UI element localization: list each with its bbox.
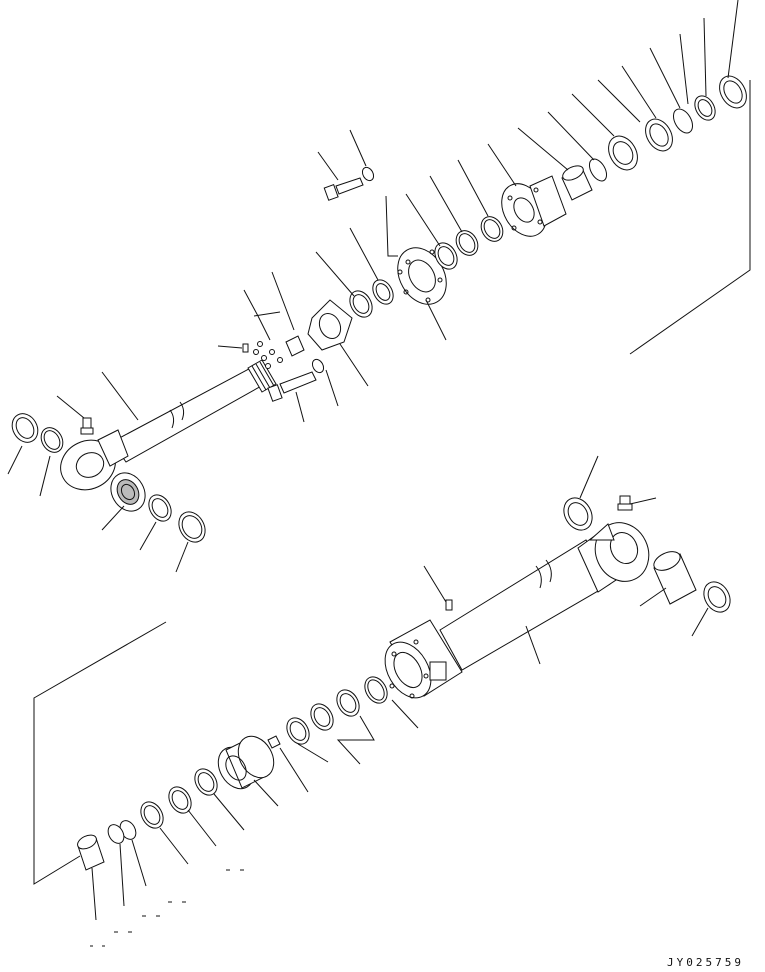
rod-eye	[60, 429, 129, 491]
grease-fitting-1	[80, 417, 94, 435]
piston-ring-4	[286, 717, 310, 745]
washer-1	[311, 358, 325, 374]
piston-rod	[111, 359, 277, 463]
bolt-2	[323, 177, 364, 201]
piston-ring-1	[364, 676, 388, 704]
cylinder-tube	[439, 531, 617, 671]
head-seal-2	[455, 230, 479, 256]
label-remnants	[90, 869, 244, 947]
washer-2	[361, 166, 375, 182]
ring-1	[588, 158, 608, 182]
dust-seal-2	[719, 75, 747, 109]
rod-packing	[645, 118, 673, 152]
grease-fitting-2	[617, 495, 633, 511]
wear-ring-1	[194, 768, 218, 796]
dust-seal-1	[694, 95, 716, 121]
wear-ring-3	[140, 801, 164, 829]
tube-eye	[588, 522, 650, 582]
retainer-plate	[307, 299, 353, 351]
tube-bushing	[653, 551, 697, 605]
head-flange	[397, 247, 447, 305]
bolt-1	[267, 371, 317, 402]
wear-ring-2	[168, 786, 192, 814]
ring-seal-3	[148, 494, 172, 522]
leader-lines-upper	[7, 0, 751, 573]
drawing-reference-code: JY025759	[667, 956, 744, 969]
piston-nut	[77, 834, 105, 871]
head-seal-3	[480, 216, 504, 242]
snap-ring-1	[349, 290, 373, 318]
spherical-bushing	[110, 472, 146, 512]
ring-seal-4	[178, 511, 206, 543]
piston-ring-3	[310, 703, 334, 731]
piston-set-screw	[267, 735, 281, 749]
tube-flange	[384, 619, 463, 699]
backup-ring	[673, 108, 693, 134]
piston	[217, 735, 275, 790]
set-screw	[285, 335, 305, 357]
tube-end-ring	[703, 581, 731, 613]
tube-plug	[445, 599, 453, 611]
buffer-ring	[608, 135, 638, 171]
tube-ring-seal	[563, 497, 593, 531]
piston-ring-2	[336, 689, 360, 717]
bushing-1	[561, 165, 593, 201]
ring-seal-1	[11, 413, 39, 443]
ring-seal-2	[40, 427, 64, 453]
snap-ring-2	[372, 279, 394, 305]
cushion-ring-2	[107, 824, 125, 844]
cylinder-head	[501, 175, 567, 237]
dowel-pins	[242, 341, 283, 369]
leader-lines-lower	[33, 455, 709, 921]
